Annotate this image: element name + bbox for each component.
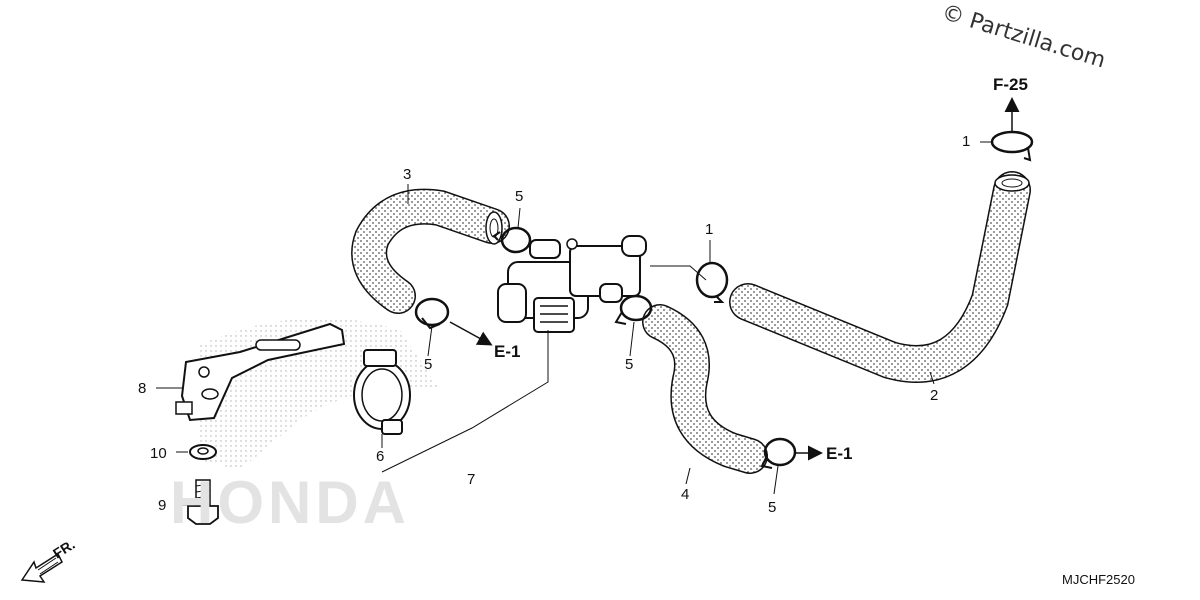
ref-e1-right[interactable]: E-1 bbox=[826, 444, 853, 463]
clamp-5-left[interactable] bbox=[414, 297, 450, 330]
clip-1-top[interactable] bbox=[990, 130, 1034, 162]
clamp-5-top[interactable] bbox=[492, 226, 532, 254]
callout-7[interactable]: 7 bbox=[467, 471, 476, 488]
callout-5-top[interactable]: 5 bbox=[515, 188, 524, 205]
callout-1-mid[interactable]: 1 bbox=[705, 221, 714, 238]
callout-3[interactable]: 3 bbox=[403, 166, 412, 183]
hose-4[interactable] bbox=[642, 304, 768, 474]
callout-6[interactable]: 6 bbox=[376, 448, 385, 465]
hose-3[interactable] bbox=[351, 188, 510, 314]
callout-10[interactable]: 10 bbox=[150, 445, 167, 462]
background-logo: HONDA bbox=[170, 469, 410, 536]
front-arrow-icon bbox=[20, 552, 63, 583]
callout-5-mid[interactable]: 5 bbox=[625, 356, 634, 373]
reference-arrows bbox=[449, 97, 1020, 461]
callout-4[interactable]: 4 bbox=[681, 486, 690, 503]
callout-5-bottom[interactable]: 5 bbox=[768, 499, 777, 516]
callout-9[interactable]: 9 bbox=[158, 497, 167, 514]
clamp-5-bottom[interactable] bbox=[760, 437, 797, 469]
washer-10[interactable] bbox=[189, 444, 217, 460]
callout-5-left[interactable]: 5 bbox=[424, 356, 433, 373]
mounting-band-6[interactable] bbox=[353, 349, 411, 435]
ref-f25[interactable]: F-25 bbox=[993, 75, 1028, 94]
callout-8[interactable]: 8 bbox=[138, 380, 147, 397]
clamp-5-mid[interactable] bbox=[614, 294, 653, 325]
callout-2[interactable]: 2 bbox=[930, 387, 939, 404]
callout-1-top[interactable]: 1 bbox=[962, 133, 971, 150]
bolt-9[interactable] bbox=[187, 479, 219, 525]
leader-lines bbox=[156, 141, 992, 506]
air-injection-valve[interactable] bbox=[497, 235, 647, 333]
bracket-8[interactable] bbox=[175, 322, 346, 422]
hose-2[interactable] bbox=[729, 171, 1031, 383]
clip-1-mid[interactable] bbox=[695, 261, 729, 303]
diagram-code: MJCHF2520 bbox=[1062, 572, 1135, 587]
ref-e1-left[interactable]: E-1 bbox=[494, 342, 521, 361]
